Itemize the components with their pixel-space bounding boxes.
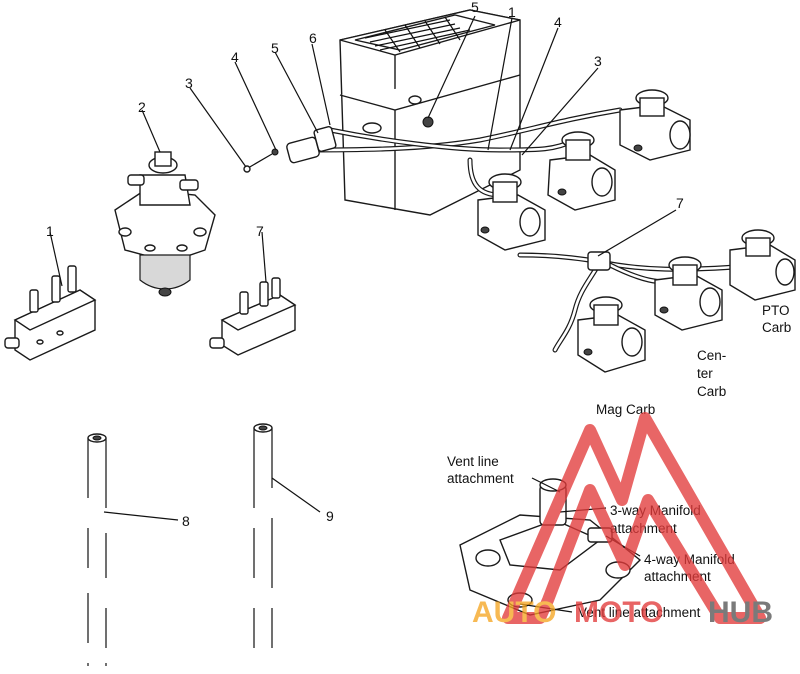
carb-upper-right (619, 89, 691, 161)
watermark-logo: AUTO MOTO HUB (472, 412, 773, 629)
callout-5-top: 5 (471, 0, 479, 15)
inline-fitting (243, 126, 337, 173)
mag-carb-label: Mag Carb (596, 402, 655, 417)
fuel-line-8 (87, 433, 179, 666)
watermark-auto: AUTO (472, 596, 556, 629)
pto-carb-label-2: Carb (762, 320, 791, 335)
callout-9: 9 (326, 508, 334, 524)
center-carb-label-3: Carb (697, 384, 726, 399)
leader-lines (49, 15, 677, 613)
callout-1-top: 1 (508, 4, 516, 20)
four-way-junction (587, 251, 611, 271)
carb-mag (577, 296, 646, 373)
vent-line-bottom-label: Vent line attachment (578, 605, 701, 620)
vent-line-label: Vent line (447, 454, 499, 469)
fuel-line-9 (253, 423, 321, 666)
carb-upper-middle (547, 131, 616, 211)
callout-2: 2 (138, 99, 146, 115)
fuel-pump (114, 151, 216, 297)
carb-center (654, 256, 723, 331)
carb-labels: PTO Carb Cen- ter Carb Mag Carb Vent lin… (447, 303, 791, 620)
callout-3-left: 3 (185, 75, 193, 91)
three-way-manifold (4, 265, 97, 361)
vent-line-label-2: attachment (447, 471, 514, 486)
pto-carb-label: PTO (762, 303, 790, 318)
carb-pto (729, 229, 796, 301)
callout-5-mid: 5 (271, 40, 279, 56)
callout-6: 6 (309, 30, 317, 46)
callout-7-right: 7 (676, 195, 684, 211)
center-carb-label-2: ter (697, 366, 713, 381)
callout-7-left: 7 (256, 223, 264, 239)
callout-numbers: 5 1 4 3 4 5 6 3 2 1 7 7 8 9 (46, 0, 684, 529)
carb-upper-left (477, 173, 546, 251)
two-way-manifold (209, 277, 297, 356)
watermark-moto: MOTO (574, 596, 663, 629)
fuel-hoses (297, 107, 763, 353)
callout-8: 8 (182, 513, 190, 529)
watermark-hub: HUB (708, 596, 773, 629)
callout-4-mid: 4 (231, 49, 239, 65)
tank-grille (364, 16, 471, 53)
callout-4-top: 4 (554, 14, 562, 30)
callout-3-top: 3 (594, 53, 602, 69)
callout-1-left: 1 (46, 223, 54, 239)
center-carb-label: Cen- (697, 348, 726, 363)
watermark-triangle-mark (502, 412, 766, 624)
